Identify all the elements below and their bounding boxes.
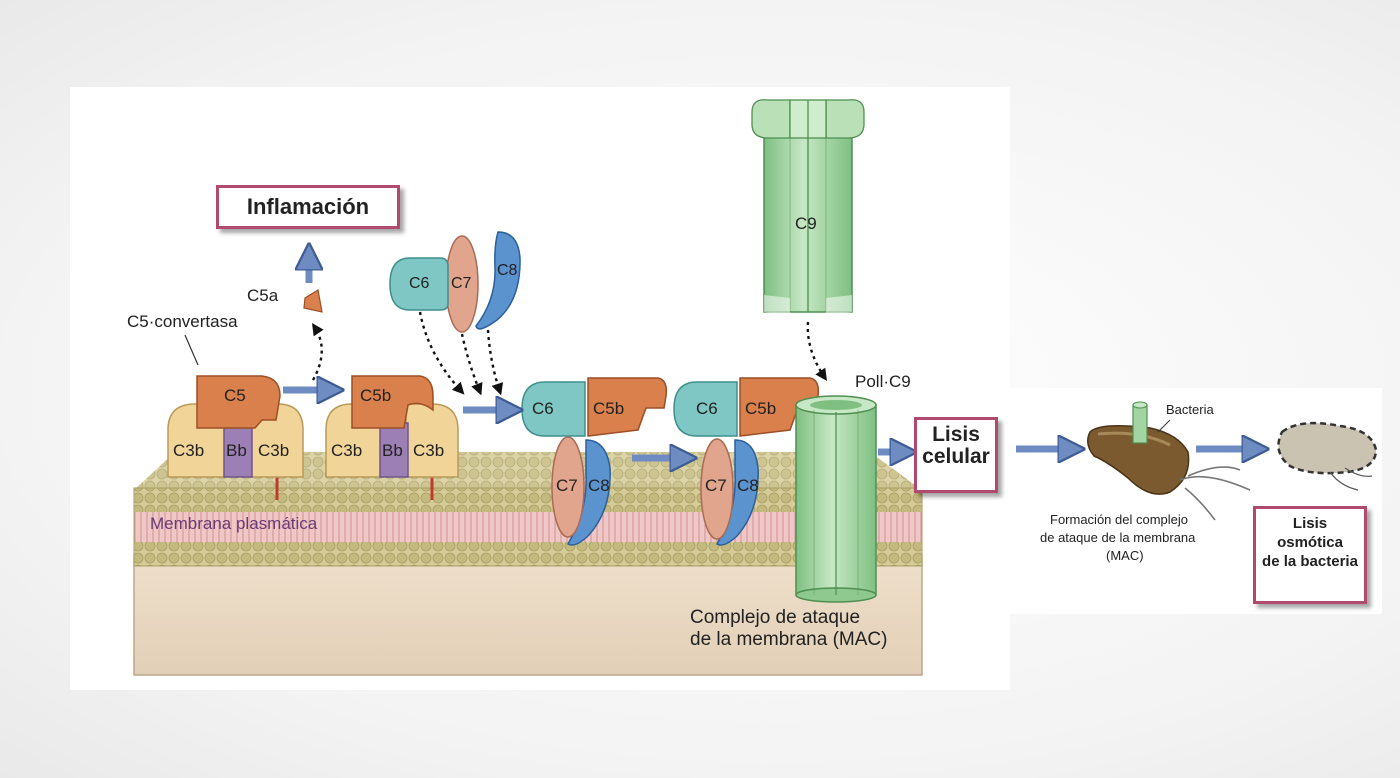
osmotic-lysis-line2: osmótica <box>1277 533 1343 551</box>
c5b-label-3: C5b <box>593 399 625 418</box>
bb-label-1: Bb <box>226 441 247 460</box>
c3b-label-2a: C3b <box>331 441 363 460</box>
plasma-membrane-label: Membrana plasmática <box>150 514 318 533</box>
cell-lysis-line2: celular <box>922 445 990 469</box>
c3b-label-1a: C3b <box>173 441 205 460</box>
c5-convertase-complex <box>167 375 304 500</box>
bacteria-label: Bacteria <box>1166 402 1214 417</box>
c5-label: C5 <box>224 386 246 405</box>
c8-label-free: C8 <box>497 262 518 279</box>
c6-label-4: C6 <box>696 399 718 418</box>
inflammation-box: Inflamación <box>216 185 400 229</box>
c7-label-4: C7 <box>705 476 727 495</box>
c5b-c8-membrane-complex <box>673 377 820 546</box>
osmotic-lysis-box: Lisis osmótica de la bacteria <box>1253 506 1367 604</box>
dotted-arrows <box>311 311 828 396</box>
c5-convertase-label: C5·convertasa <box>127 312 238 331</box>
c5b-label-4: C5b <box>745 399 777 418</box>
cell-lysis-line1: Lisis <box>932 423 980 446</box>
osmotic-lysis-line1: Lisis <box>1292 515 1328 532</box>
c9-bundle <box>751 99 865 316</box>
mac-formation-line1: Formación del complejo <box>1050 512 1189 527</box>
mac-formation-line2: de ataque de la membrana <box>1040 530 1196 545</box>
lysed-bacteria <box>1277 421 1378 491</box>
mac-caption-line2: de la membrana (MAC) <box>690 629 888 650</box>
c5a-fragment <box>303 289 323 313</box>
mac-pore <box>795 395 877 603</box>
c5b-label-1: C5b <box>360 386 392 405</box>
bacteria-with-mac <box>1087 401 1251 521</box>
c8-label-4: C8 <box>737 476 759 495</box>
c6-label-free: C6 <box>409 275 430 292</box>
c7-label-free: C7 <box>451 275 472 292</box>
mac-formation-line3: (MAC) <box>1106 548 1144 563</box>
free-c6-c7-c8 <box>389 231 521 333</box>
mac-caption-line1: Complejo de ataque <box>690 607 861 628</box>
c5b-convertase-complex <box>325 375 459 500</box>
c9-label: C9 <box>795 214 817 233</box>
c5-convertase-leader <box>184 334 199 366</box>
poly-c9-label: Poll·C9 <box>855 372 911 391</box>
cytoplasm <box>133 554 923 676</box>
c3b-label-2b: C3b <box>413 441 445 460</box>
flow-arrows <box>283 248 1264 458</box>
inflammation-label: Inflamación <box>246 194 370 219</box>
bb-label-2: Bb <box>382 441 403 460</box>
osmotic-lysis-line3: de la bacteria <box>1262 552 1358 570</box>
c7-label-3: C7 <box>556 476 578 495</box>
c3b-label-1b: C3b <box>258 441 290 460</box>
c5a-label: C5a <box>247 286 279 305</box>
c6-label-3: C6 <box>532 399 554 418</box>
cell-lysis-box: Lisis celular <box>914 417 998 493</box>
c5b-c6-c7-c8-complex <box>521 377 668 546</box>
c8-label-3: C8 <box>588 476 610 495</box>
